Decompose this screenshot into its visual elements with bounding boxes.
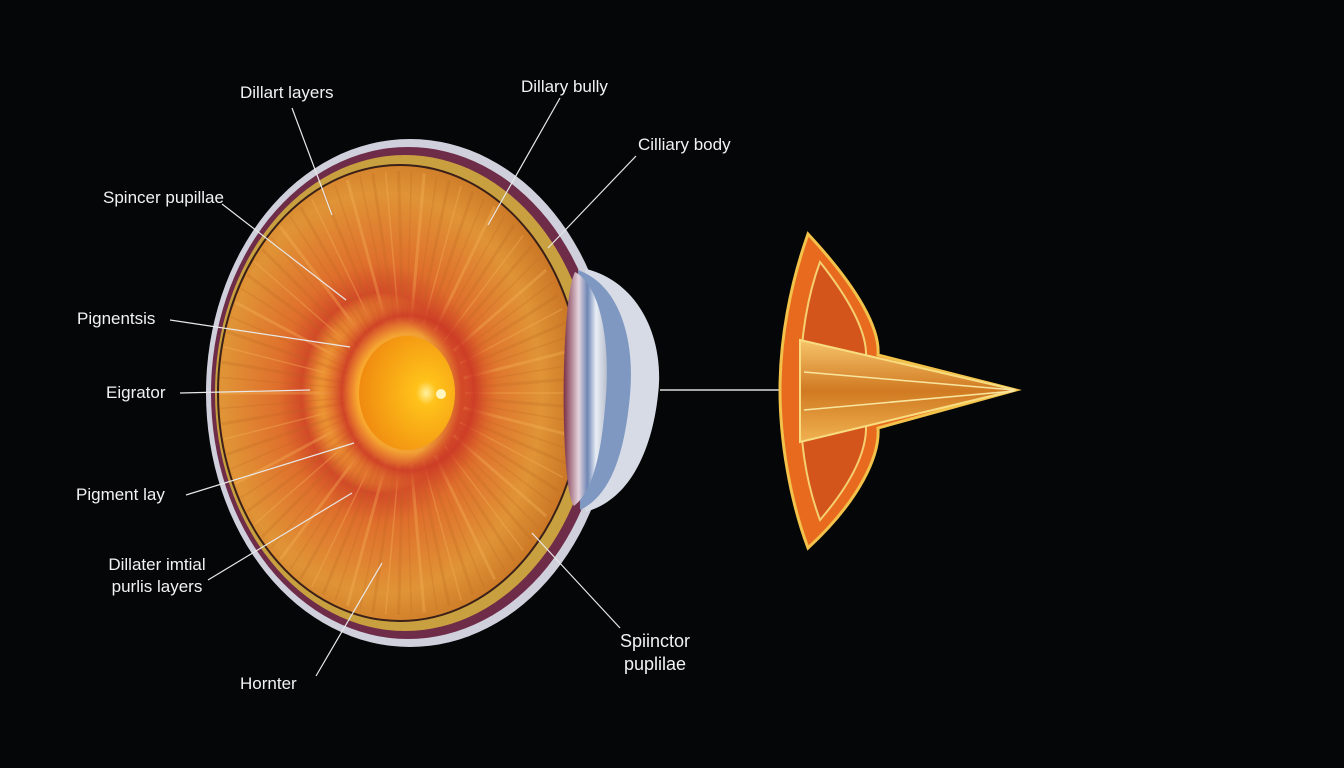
detail-cone-body bbox=[799, 338, 1017, 444]
iris-fiber bbox=[220, 411, 348, 474]
leader-pigment-lay bbox=[185, 442, 355, 496]
label-pignentsis: Pignentsis bbox=[77, 309, 156, 328]
iris-fiber bbox=[361, 463, 397, 615]
iris-fiber bbox=[220, 407, 347, 454]
detail-cone-stripe bbox=[803, 390, 1015, 411]
iris-fiber bbox=[329, 171, 388, 325]
leader-eigrator bbox=[179, 389, 311, 394]
label-dillater-line2: purlis layers bbox=[111, 577, 203, 596]
iris-fiber bbox=[220, 401, 346, 435]
iris-fiber bbox=[298, 457, 381, 615]
iris-fiber bbox=[298, 171, 381, 329]
cornea bbox=[563, 268, 660, 512]
iris-fiber bbox=[379, 171, 400, 322]
iris-fiber bbox=[220, 372, 346, 389]
iris-fiber bbox=[220, 426, 353, 529]
label-dillart-layers: Dillart layers bbox=[240, 83, 334, 102]
label-dillater-line1: Dillater imtial bbox=[108, 555, 206, 574]
iris-fiber bbox=[220, 293, 349, 370]
pupil bbox=[359, 336, 455, 450]
iris-fiber bbox=[220, 397, 346, 414]
iris-fiber bbox=[346, 171, 392, 324]
leader-sphincter bbox=[531, 532, 621, 629]
iris-fiber bbox=[220, 416, 349, 493]
iris-fiber bbox=[220, 312, 348, 375]
label-ciliary-body: Cilliary body bbox=[638, 135, 731, 154]
iris-fiber bbox=[379, 464, 400, 615]
iris-fiber bbox=[346, 462, 392, 615]
iris-fiber bbox=[395, 171, 405, 322]
detail-cone-stripe bbox=[803, 371, 1015, 391]
leader-dillart-layers bbox=[291, 107, 333, 216]
iris-fiber bbox=[361, 171, 397, 323]
leader-dillater bbox=[207, 492, 353, 581]
iris-fiber bbox=[314, 459, 384, 615]
leader-spincer-pupillae bbox=[221, 203, 347, 301]
iris-fiber bbox=[220, 351, 346, 385]
label-sphincter-line1: Spiinctor bbox=[619, 631, 691, 651]
detail-section-cone bbox=[778, 231, 1022, 551]
lens bbox=[563, 272, 607, 506]
iris-fiber bbox=[220, 420, 351, 512]
label-pigment-lay: Pigment lay bbox=[76, 485, 165, 504]
iris-fiber bbox=[220, 257, 353, 360]
label-spincer-pupillae: Spincer pupillae bbox=[103, 188, 224, 207]
label-eigrator: Eigrator bbox=[106, 383, 166, 402]
iris-fiber bbox=[329, 461, 388, 615]
leader-pignentsis bbox=[169, 319, 351, 348]
label-dillary-bully: Dillary bully bbox=[521, 77, 608, 96]
leader-ciliary-body bbox=[547, 155, 637, 249]
iris-fiber bbox=[220, 332, 347, 379]
label-hornter: Hornter bbox=[240, 674, 297, 693]
leader-dillary-bully bbox=[487, 97, 561, 226]
label-sphincter-line2: puplilae bbox=[623, 654, 687, 674]
iris-fiber bbox=[220, 274, 351, 366]
pupil-highlight bbox=[436, 389, 446, 399]
iris-fiber bbox=[314, 171, 384, 327]
iris-fiber bbox=[395, 464, 405, 615]
leader-hornter bbox=[315, 562, 383, 677]
leader-lines bbox=[169, 97, 637, 677]
